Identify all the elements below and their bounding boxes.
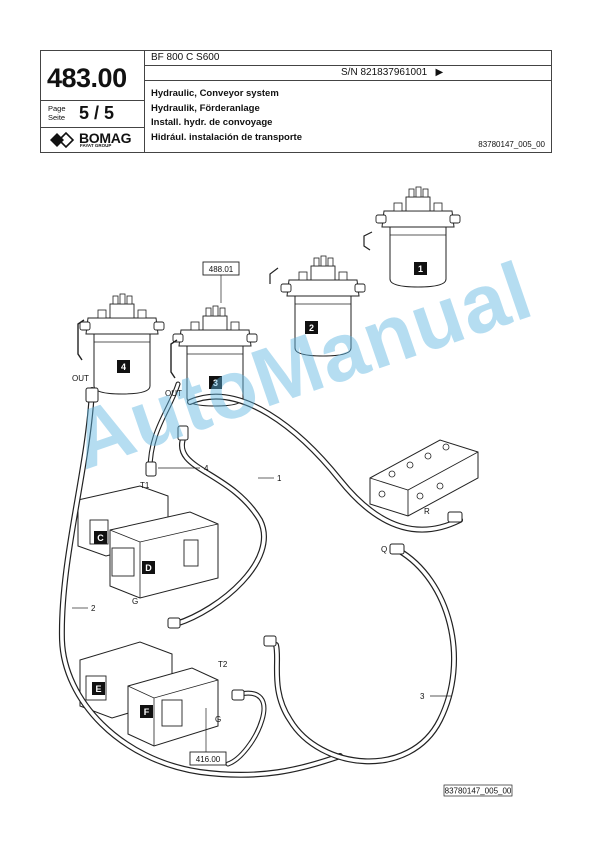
- svg-text:E: E: [95, 684, 101, 694]
- port-label-t2: T2: [218, 660, 228, 669]
- hose-lines: [58, 381, 463, 778]
- page-titles: Hydraulic, Conveyor system Hydraulik, Fö…: [151, 87, 302, 145]
- brand-group: FAYAT GROUP: [80, 143, 112, 148]
- divider: [144, 65, 551, 66]
- divider: [41, 100, 144, 101]
- hose-number-1: 1: [277, 474, 282, 483]
- port-label-t1: T1: [140, 481, 150, 490]
- valve-badge-f: F: [140, 705, 153, 718]
- port-label-out-4: OUT: [72, 374, 89, 383]
- brand-name: BOMAG: [79, 130, 132, 146]
- ref-box-416-00: 416.00: [189, 708, 227, 766]
- svg-text:4: 4: [121, 362, 126, 372]
- filter-badge-3: 3: [209, 376, 222, 389]
- bomag-logo-icon: [50, 131, 75, 149]
- model-name: BF 800 C S600: [151, 52, 220, 63]
- port-label-q: Q: [381, 545, 387, 554]
- serial-number: S/N 821837961001 ▶: [341, 67, 444, 78]
- svg-text:2: 2: [309, 323, 314, 333]
- svg-text:3: 3: [213, 378, 218, 388]
- svg-text:488.01: 488.01: [209, 265, 234, 274]
- divider: [41, 127, 144, 128]
- valve-badge-c: C: [94, 531, 107, 544]
- page-number: 483.00: [47, 63, 127, 93]
- footer-doc-number: 83780147_005_00: [443, 784, 513, 797]
- distribution-block: [369, 439, 479, 517]
- port-label-g-lower: G: [215, 715, 221, 724]
- svg-text:416.00: 416.00: [196, 755, 221, 764]
- title-es: Hidrául. instalación de transporte: [151, 131, 302, 143]
- svg-text:F: F: [144, 707, 150, 717]
- svg-text:1: 1: [418, 264, 423, 274]
- page-label: Page Seite: [48, 104, 66, 122]
- title-block: 483.00 Page Seite 5 / 5 BOMAG FAYAT GROU…: [40, 50, 552, 153]
- hose-number-2: 2: [91, 604, 96, 613]
- ref-box-488-01: 488.01: [202, 261, 240, 303]
- valve-badge-e: E: [92, 682, 105, 695]
- title-en: Hydraulic, Conveyor system: [151, 88, 279, 99]
- doc-number: 83780147_005_00: [478, 140, 545, 149]
- hose-number-4: 4: [204, 464, 209, 473]
- title-fr: Install. hydr. de convoyage: [151, 117, 273, 128]
- valve-badge-d: D: [142, 561, 155, 574]
- svg-text:83780147_005_00: 83780147_005_00: [445, 787, 512, 796]
- filter-badge-4: 4: [117, 360, 130, 373]
- svg-text:C: C: [97, 533, 104, 543]
- page-count: 5 / 5: [79, 103, 115, 123]
- svg-text:D: D: [145, 563, 152, 573]
- port-label-g-upper: G: [132, 597, 138, 606]
- divider: [144, 80, 551, 81]
- hose-fittings: [85, 387, 463, 701]
- bomag-logo: BOMAG FAYAT GROUP: [47, 130, 141, 150]
- port-label-out-3: OUT: [165, 389, 182, 398]
- hose-number-3: 3: [420, 692, 425, 701]
- port-label-r: R: [424, 507, 430, 516]
- filter-badge-2: 2: [305, 321, 318, 334]
- divider: [144, 51, 145, 152]
- filter-badge-1: 1: [414, 262, 427, 275]
- title-de: Hydraulik, Förderanlage: [151, 102, 260, 114]
